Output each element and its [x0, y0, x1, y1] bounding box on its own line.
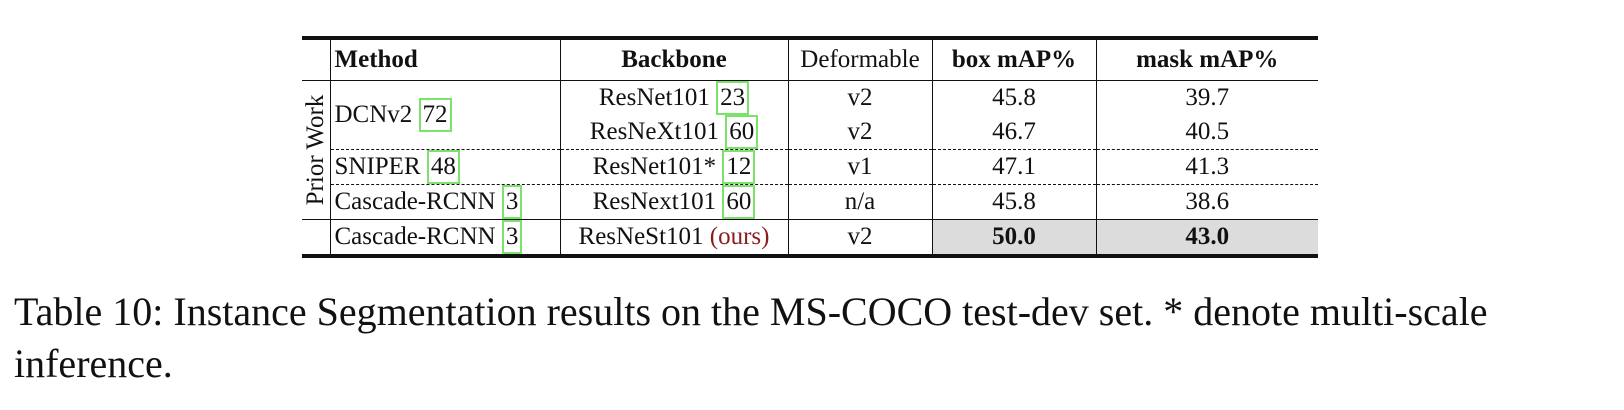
citation-link[interactable]: 48: [426, 150, 460, 184]
header-backbone: Backbone: [559, 38, 788, 81]
backbone-cell: ResNet101* 12: [559, 149, 788, 185]
backbone-cell: ResNeSt101 (ours): [559, 219, 788, 256]
citation-link[interactable]: 3: [501, 185, 523, 219]
table-row-ours: Cascade-RCNN 3 ResNeSt101 (ours) v2 50.0…: [302, 219, 1318, 257]
mask-map-cell: 41.3: [1095, 149, 1318, 185]
box-map-cell: 46.7: [931, 115, 1096, 150]
backbone-cell: ResNeXt101 60: [559, 115, 788, 150]
mask-map-cell: 39.7: [1095, 80, 1318, 115]
citation-link[interactable]: 23: [716, 81, 750, 115]
ours-tag: (ours): [709, 223, 770, 250]
table-row: Cascade-RCNN 3 ResNext101 60 n/a 45.8 38…: [302, 184, 1318, 220]
deformable-cell: n/a: [787, 184, 932, 220]
prior-work-label: Prior Work: [301, 94, 329, 206]
results-table: Method Backbone Deformable box mAP% mask…: [302, 36, 1318, 258]
deformable-cell: v2: [787, 80, 932, 115]
header-spacer: [302, 38, 330, 81]
backbone-cell: ResNet101 23: [559, 80, 788, 115]
citation-link[interactable]: 72: [418, 98, 452, 132]
spacer-cell: [302, 220, 330, 257]
header-method: Method: [329, 38, 560, 81]
method-cell: Cascade-RCNN 3: [329, 219, 560, 256]
prior-work-group: Prior Work: [302, 81, 330, 220]
box-map-cell: 45.8: [931, 184, 1096, 220]
citation-link[interactable]: 60: [725, 115, 759, 149]
deformable-cell: v2: [787, 219, 932, 256]
method-cell: DCNv2 72: [329, 80, 560, 150]
box-map-cell: 45.8: [931, 80, 1096, 115]
backbone-cell: ResNext101 60: [559, 184, 788, 220]
deformable-cell: v2: [787, 115, 932, 150]
header-row: Method Backbone Deformable box mAP% mask…: [302, 38, 1318, 81]
deformable-cell: v1: [787, 149, 932, 185]
citation-link[interactable]: 60: [722, 185, 756, 219]
header-deformable: Deformable: [787, 38, 932, 81]
header-mask-map: mask mAP%: [1095, 38, 1318, 81]
results-table-container: Method Backbone Deformable box mAP% mask…: [302, 36, 1318, 258]
mask-map-cell: 38.6: [1095, 184, 1318, 220]
mask-map-cell-best: 43.0: [1095, 219, 1318, 256]
header-box-map: box mAP%: [931, 38, 1096, 81]
table-row: Prior Work DCNv2 72 ResNet101 23 v2 45.8…: [302, 80, 1318, 205]
box-map-cell-best: 50.0: [931, 219, 1096, 256]
citation-link[interactable]: 3: [501, 220, 523, 254]
table-row: SNIPER 48 ResNet101* 12 v1 47.1 41.3: [302, 149, 1318, 185]
citation-link[interactable]: 12: [722, 150, 756, 184]
table-caption: Table 10: Instance Segmentation results …: [14, 289, 1488, 386]
box-map-cell: 47.1: [931, 149, 1096, 185]
table-row: ResNeXt101 60 v2 46.7 40.5: [302, 115, 1318, 150]
method-cell: SNIPER 48: [329, 149, 560, 185]
method-cell: Cascade-RCNN 3: [329, 184, 560, 220]
mask-map-cell: 40.5: [1095, 115, 1318, 150]
